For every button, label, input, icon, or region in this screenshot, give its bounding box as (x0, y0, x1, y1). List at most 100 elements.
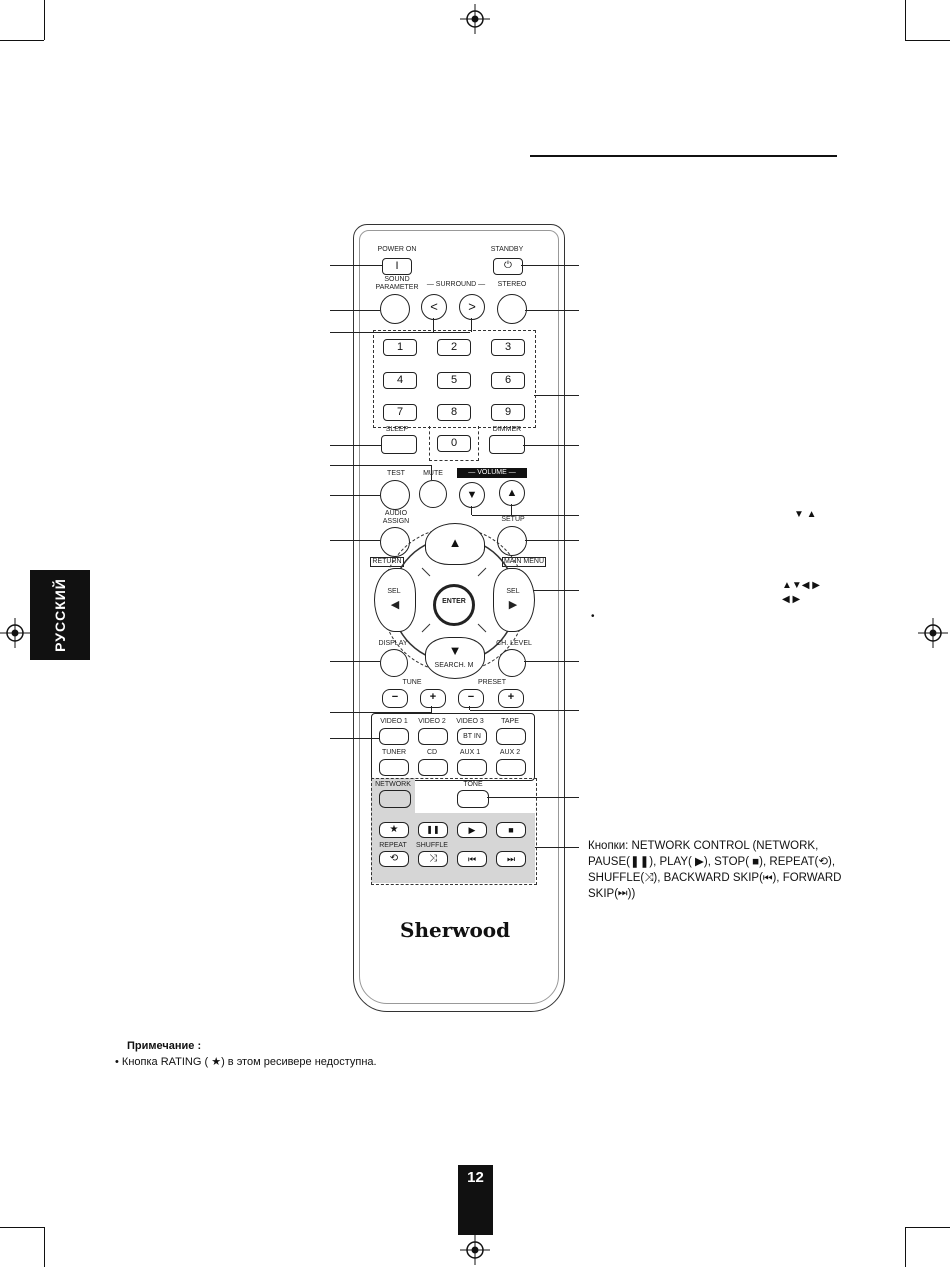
callout-line-power-on (330, 265, 382, 266)
rating-star-button[interactable]: ★ (379, 822, 409, 838)
callout-line-mute-drop (431, 465, 432, 480)
stereo-label: STEREO (497, 281, 527, 288)
number-button-0[interactable]: 0 (437, 435, 471, 452)
registration-mark-left (0, 618, 30, 648)
standby-label: STANDBY (490, 246, 524, 253)
crop-mark (0, 40, 44, 41)
callout-line-number-pad (534, 395, 579, 396)
registration-mark-bottom (460, 1235, 490, 1265)
forward-skip-button[interactable]: ⏭ (496, 851, 526, 867)
surround-right-button[interactable]: > (459, 294, 485, 320)
volume-up-button[interactable]: ▲ (499, 480, 525, 506)
power-on-button[interactable]: I (382, 258, 412, 275)
note-body: • Кнопка RATING ( ★) в этом ресивере нед… (115, 1056, 377, 1068)
nav-up-button[interactable]: ▲ (425, 523, 485, 565)
ch-level-label: CH. LEVEL (496, 640, 532, 647)
callout-line-volume (472, 515, 579, 516)
input-selector-group (371, 713, 535, 781)
video2-label: VIDEO 2 (418, 718, 446, 725)
audio-assign-button[interactable] (380, 527, 410, 557)
cd-button[interactable] (418, 759, 448, 776)
enter-label: ENTER (442, 598, 466, 605)
callout-line-volume-down (471, 506, 472, 515)
callout-line-display (330, 661, 380, 662)
volume-label: — VOLUME — (457, 468, 527, 478)
setup-button[interactable] (497, 526, 527, 556)
audio-assign-label-2: ASSIGN (382, 518, 410, 525)
remote-control-inner-outline (359, 230, 559, 1004)
tune-minus-button[interactable]: − (382, 689, 408, 708)
dimmer-label: DIMMER (492, 426, 522, 433)
video1-button[interactable] (379, 728, 409, 745)
preset-label: PRESET (477, 679, 506, 686)
nav-right-button[interactable] (493, 568, 535, 632)
aux2-button[interactable] (496, 759, 526, 776)
callout-line-inputs (330, 738, 379, 739)
ch-level-button[interactable] (498, 649, 526, 677)
nav-down-button[interactable]: ▼ (425, 637, 485, 679)
preset-plus-button[interactable]: + (498, 689, 524, 708)
pause-button[interactable]: ❚❚ (418, 822, 448, 838)
video3-bt-in-button[interactable] (457, 728, 487, 745)
callout-line-test (330, 495, 380, 496)
tuner-label: TUNER (381, 749, 407, 756)
tone-button[interactable] (457, 790, 489, 808)
tape-button[interactable] (496, 728, 526, 745)
sleep-button[interactable] (381, 435, 417, 454)
callout-line-surround (330, 332, 470, 333)
aux1-button[interactable] (457, 759, 487, 776)
stop-button[interactable]: ■ (496, 822, 526, 838)
display-button[interactable] (380, 649, 408, 677)
callout-line-standby (521, 265, 579, 266)
callout-line-sleep (330, 445, 381, 446)
page-number: 12 (467, 1169, 484, 1186)
sound-parameter-label-2: PARAMETER (375, 284, 419, 291)
preset-minus-button[interactable]: − (458, 689, 484, 708)
repeat-button[interactable]: ⟲ (379, 851, 409, 867)
number-button-7[interactable]: 7 (383, 404, 417, 421)
surround-left-button[interactable]: < (421, 294, 447, 320)
dimmer-button[interactable] (489, 435, 525, 454)
network-control-group (371, 778, 537, 885)
note-title: Примечание : (127, 1040, 202, 1052)
tone-label: TONE (463, 781, 483, 788)
crop-mark (905, 1227, 906, 1267)
cd-label: CD (426, 749, 438, 756)
callout-line-mute (330, 465, 432, 466)
search-m-label: SEARCH. M (434, 662, 474, 669)
tuner-button[interactable] (379, 759, 409, 776)
network-button[interactable] (379, 790, 411, 808)
mute-button[interactable] (419, 480, 447, 508)
number-button-3[interactable]: 3 (491, 339, 525, 356)
number-button-5[interactable]: 5 (437, 372, 471, 389)
number-button-8[interactable]: 8 (437, 404, 471, 421)
video2-button[interactable] (418, 728, 448, 745)
video1-label: VIDEO 1 (380, 718, 408, 725)
test-button[interactable] (380, 480, 410, 510)
stereo-button[interactable] (497, 294, 527, 324)
shuffle-button[interactable]: ⤨ (418, 851, 448, 867)
registration-mark-top (460, 4, 490, 34)
play-button[interactable]: ▶ (457, 822, 487, 838)
callout-line-tune-rise (431, 706, 432, 712)
crop-mark (44, 1227, 45, 1267)
backward-skip-button[interactable]: ⏮ (457, 851, 487, 867)
number-button-2[interactable]: 2 (437, 339, 471, 356)
display-label: DISPLAY (378, 640, 408, 647)
crop-mark (905, 0, 906, 40)
number-button-9[interactable]: 9 (491, 404, 525, 421)
number-button-6[interactable]: 6 (491, 372, 525, 389)
volume-down-button[interactable]: ▼ (459, 482, 485, 508)
nav-left-button[interactable] (374, 568, 416, 632)
navigation-arrows-annotation-2: ◀ ▶ (782, 594, 801, 605)
sound-parameter-button[interactable] (380, 294, 410, 324)
enter-button[interactable] (433, 584, 475, 626)
standby-button[interactable]: ⏻ (493, 258, 523, 275)
callout-line-stereo (525, 310, 579, 311)
number-button-4[interactable]: 4 (383, 372, 417, 389)
sel-left-label: SEL (387, 588, 401, 595)
callout-line-tone (487, 797, 579, 798)
tune-plus-button[interactable]: + (420, 689, 446, 708)
number-button-1[interactable]: 1 (383, 339, 417, 356)
crop-mark (0, 1227, 44, 1228)
